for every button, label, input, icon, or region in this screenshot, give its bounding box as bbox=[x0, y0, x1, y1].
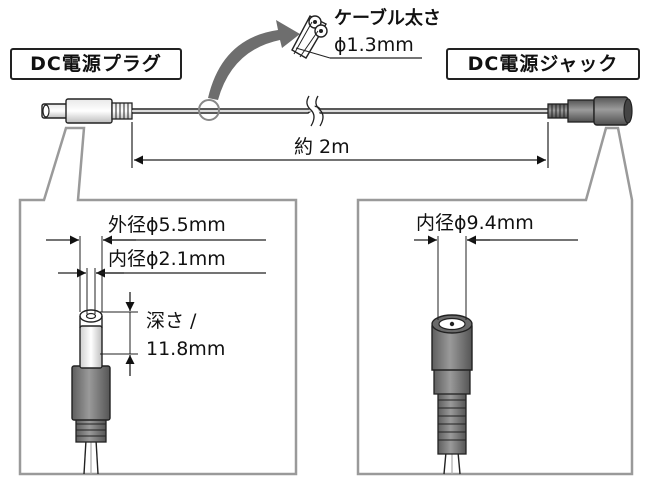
jack-title-label: DC電源ジャック bbox=[446, 48, 640, 80]
plug-detail bbox=[46, 235, 266, 475]
zoom-arrow bbox=[208, 20, 300, 100]
length-dimension bbox=[131, 122, 549, 168]
cable-cross-section bbox=[291, 15, 422, 59]
jack-inner-diameter-label: 内径ϕ9.4mm bbox=[416, 212, 534, 234]
plug-title-label: DC電源プラグ bbox=[10, 48, 182, 80]
zoom-circle bbox=[198, 99, 220, 121]
length-label: 約 2m bbox=[294, 136, 350, 158]
jack-connector-top bbox=[547, 96, 633, 126]
cable-thickness-title: ケーブル太さ bbox=[334, 8, 441, 29]
jack-callout-frame bbox=[356, 126, 634, 476]
plug-callout-frame bbox=[18, 126, 298, 476]
plug-depth-label-line1: 深さ / bbox=[146, 310, 197, 332]
plug-outer-diameter-label: 外径ϕ5.5mm bbox=[108, 214, 226, 236]
cable-thickness-value: ϕ1.3mm bbox=[334, 34, 414, 56]
plug-depth-label-line2: 11.8mm bbox=[146, 338, 226, 360]
plug-connector-top bbox=[41, 98, 133, 124]
plug-inner-diameter-label: 内径ϕ2.1mm bbox=[108, 248, 226, 270]
jack-detail bbox=[414, 235, 578, 475]
cable-line bbox=[132, 94, 548, 128]
